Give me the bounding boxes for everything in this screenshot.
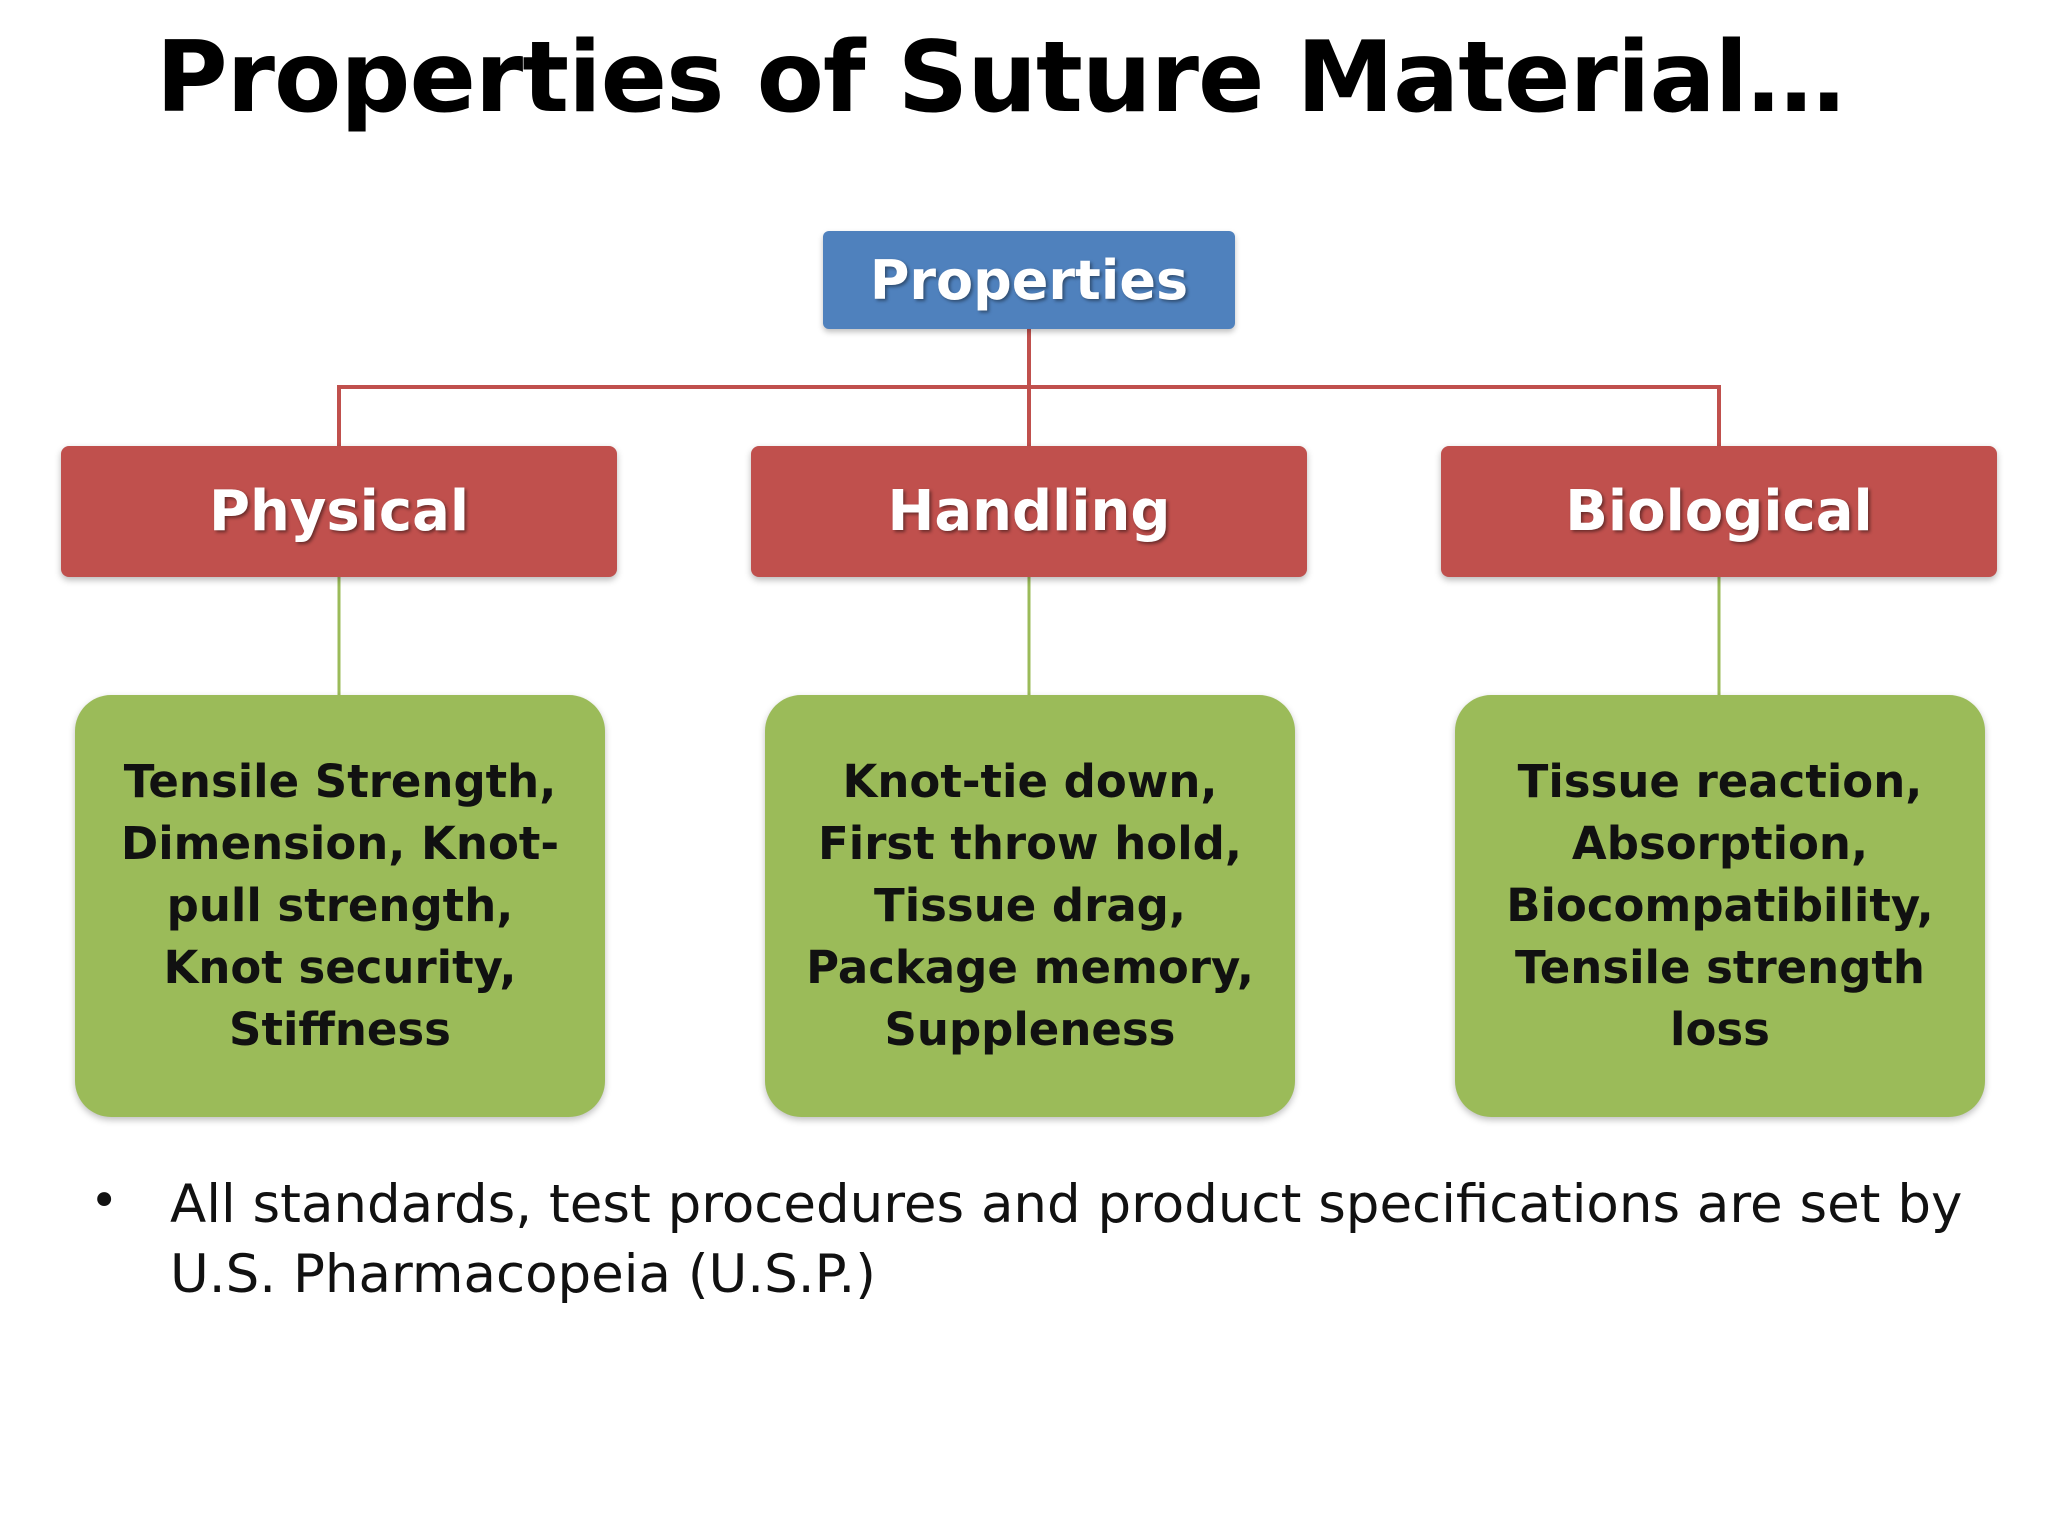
category-node-biological: Biological: [1441, 446, 1997, 577]
root-node: Properties: [823, 231, 1235, 329]
category-label-handling: Handling: [887, 479, 1171, 544]
slide-title: Properties of Suture Material…: [155, 21, 1845, 135]
detail-text-physical: Tensile Strength, Dimension, Knot-pull s…: [120, 754, 560, 1057]
detail-node-handling: Knot-tie down, First throw hold, Tissue …: [765, 695, 1295, 1117]
category-node-handling: Handling: [751, 446, 1307, 577]
footnote-bullet: • All standards, test procedures and pro…: [90, 1170, 1970, 1310]
bullet-icon: •: [90, 1173, 119, 1229]
detail-node-physical: Tensile Strength, Dimension, Knot-pull s…: [75, 695, 605, 1117]
category-label-physical: Physical: [208, 479, 470, 544]
detail-node-biological: Tissue reaction, Absorption, Biocompatib…: [1455, 695, 1985, 1117]
root-node-label: Properties: [869, 248, 1189, 312]
footnote-text: All standards, test procedures and produ…: [170, 1174, 1963, 1305]
category-label-biological: Biological: [1565, 479, 1873, 544]
detail-text-handling: Knot-tie down, First throw hold, Tissue …: [806, 754, 1254, 1057]
detail-text-biological: Tissue reaction, Absorption, Biocompatib…: [1506, 754, 1934, 1057]
category-node-physical: Physical: [61, 446, 617, 577]
